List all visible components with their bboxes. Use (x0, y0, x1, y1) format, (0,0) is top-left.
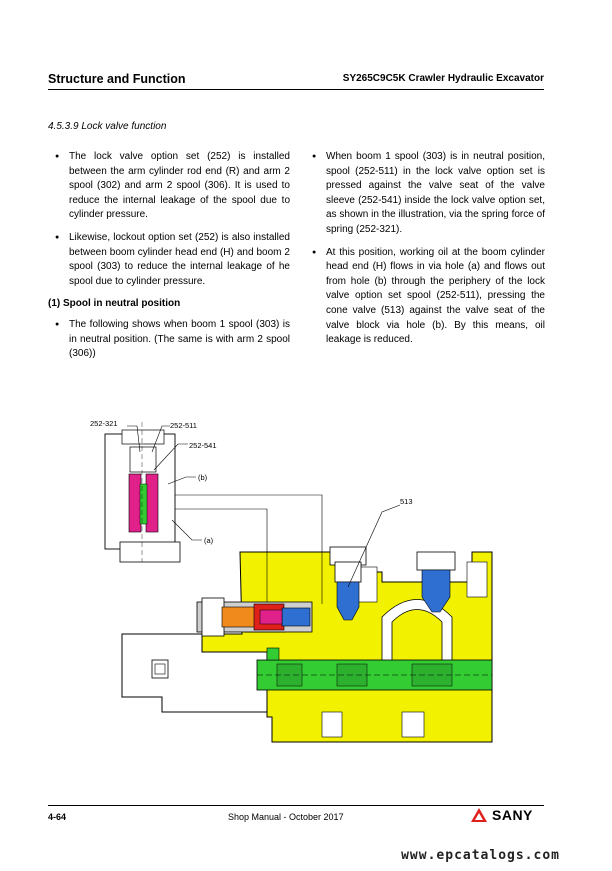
footer-center: Shop Manual - October 2017 (228, 812, 344, 822)
cone-valve-513 (329, 546, 456, 621)
label-513: 513 (400, 497, 413, 506)
label-hole-b: (b) (198, 473, 208, 482)
text-column-right: When boom 1 spool (303) is in neutral po… (309, 150, 545, 356)
footer-rule (48, 805, 544, 806)
section-title: 4.5.3.9 Lock valve function (48, 121, 167, 132)
page-number: 4-64 (48, 812, 67, 822)
label-252-511: 252-511 (170, 421, 197, 430)
label-252-321: 252-321 (90, 419, 118, 428)
sany-logo-icon (471, 808, 487, 822)
list-item: The following shows when boom 1 spool (3… (52, 318, 290, 362)
boom-spool (256, 647, 493, 691)
leader-lines (127, 425, 401, 604)
list-item: At this position, working oil at the boo… (309, 246, 545, 348)
text-column-left: The lock valve option set (252) is insta… (48, 150, 290, 370)
brand-name: SANY (492, 807, 533, 823)
spool-housing (121, 633, 268, 713)
label-hole-a: (a) (204, 536, 214, 545)
lock-valve-assembly (196, 597, 313, 637)
header-model: SY265C9C5K Crawler Hydraulic Excavator (342, 73, 544, 84)
label-252-541: 252-541 (189, 441, 217, 450)
lock-valve-diagram: 252-321 252-511 252-541 (b) (a) 513 (90, 419, 493, 743)
header-title: Structure and Function (48, 72, 186, 86)
list-item: When boom 1 spool (303) is in neutral po… (309, 150, 545, 238)
watermark: www.epcatalogs.com (401, 848, 560, 863)
subheading: (1) Spool in neutral position (48, 298, 181, 310)
sany-logo: SANY (470, 807, 533, 823)
list-item: Likewise, lockout option set (252) is al… (52, 231, 290, 289)
list-item: The lock valve option set (252) is insta… (52, 150, 290, 223)
inset-lock-valve (104, 422, 181, 563)
header-rule (48, 89, 544, 90)
